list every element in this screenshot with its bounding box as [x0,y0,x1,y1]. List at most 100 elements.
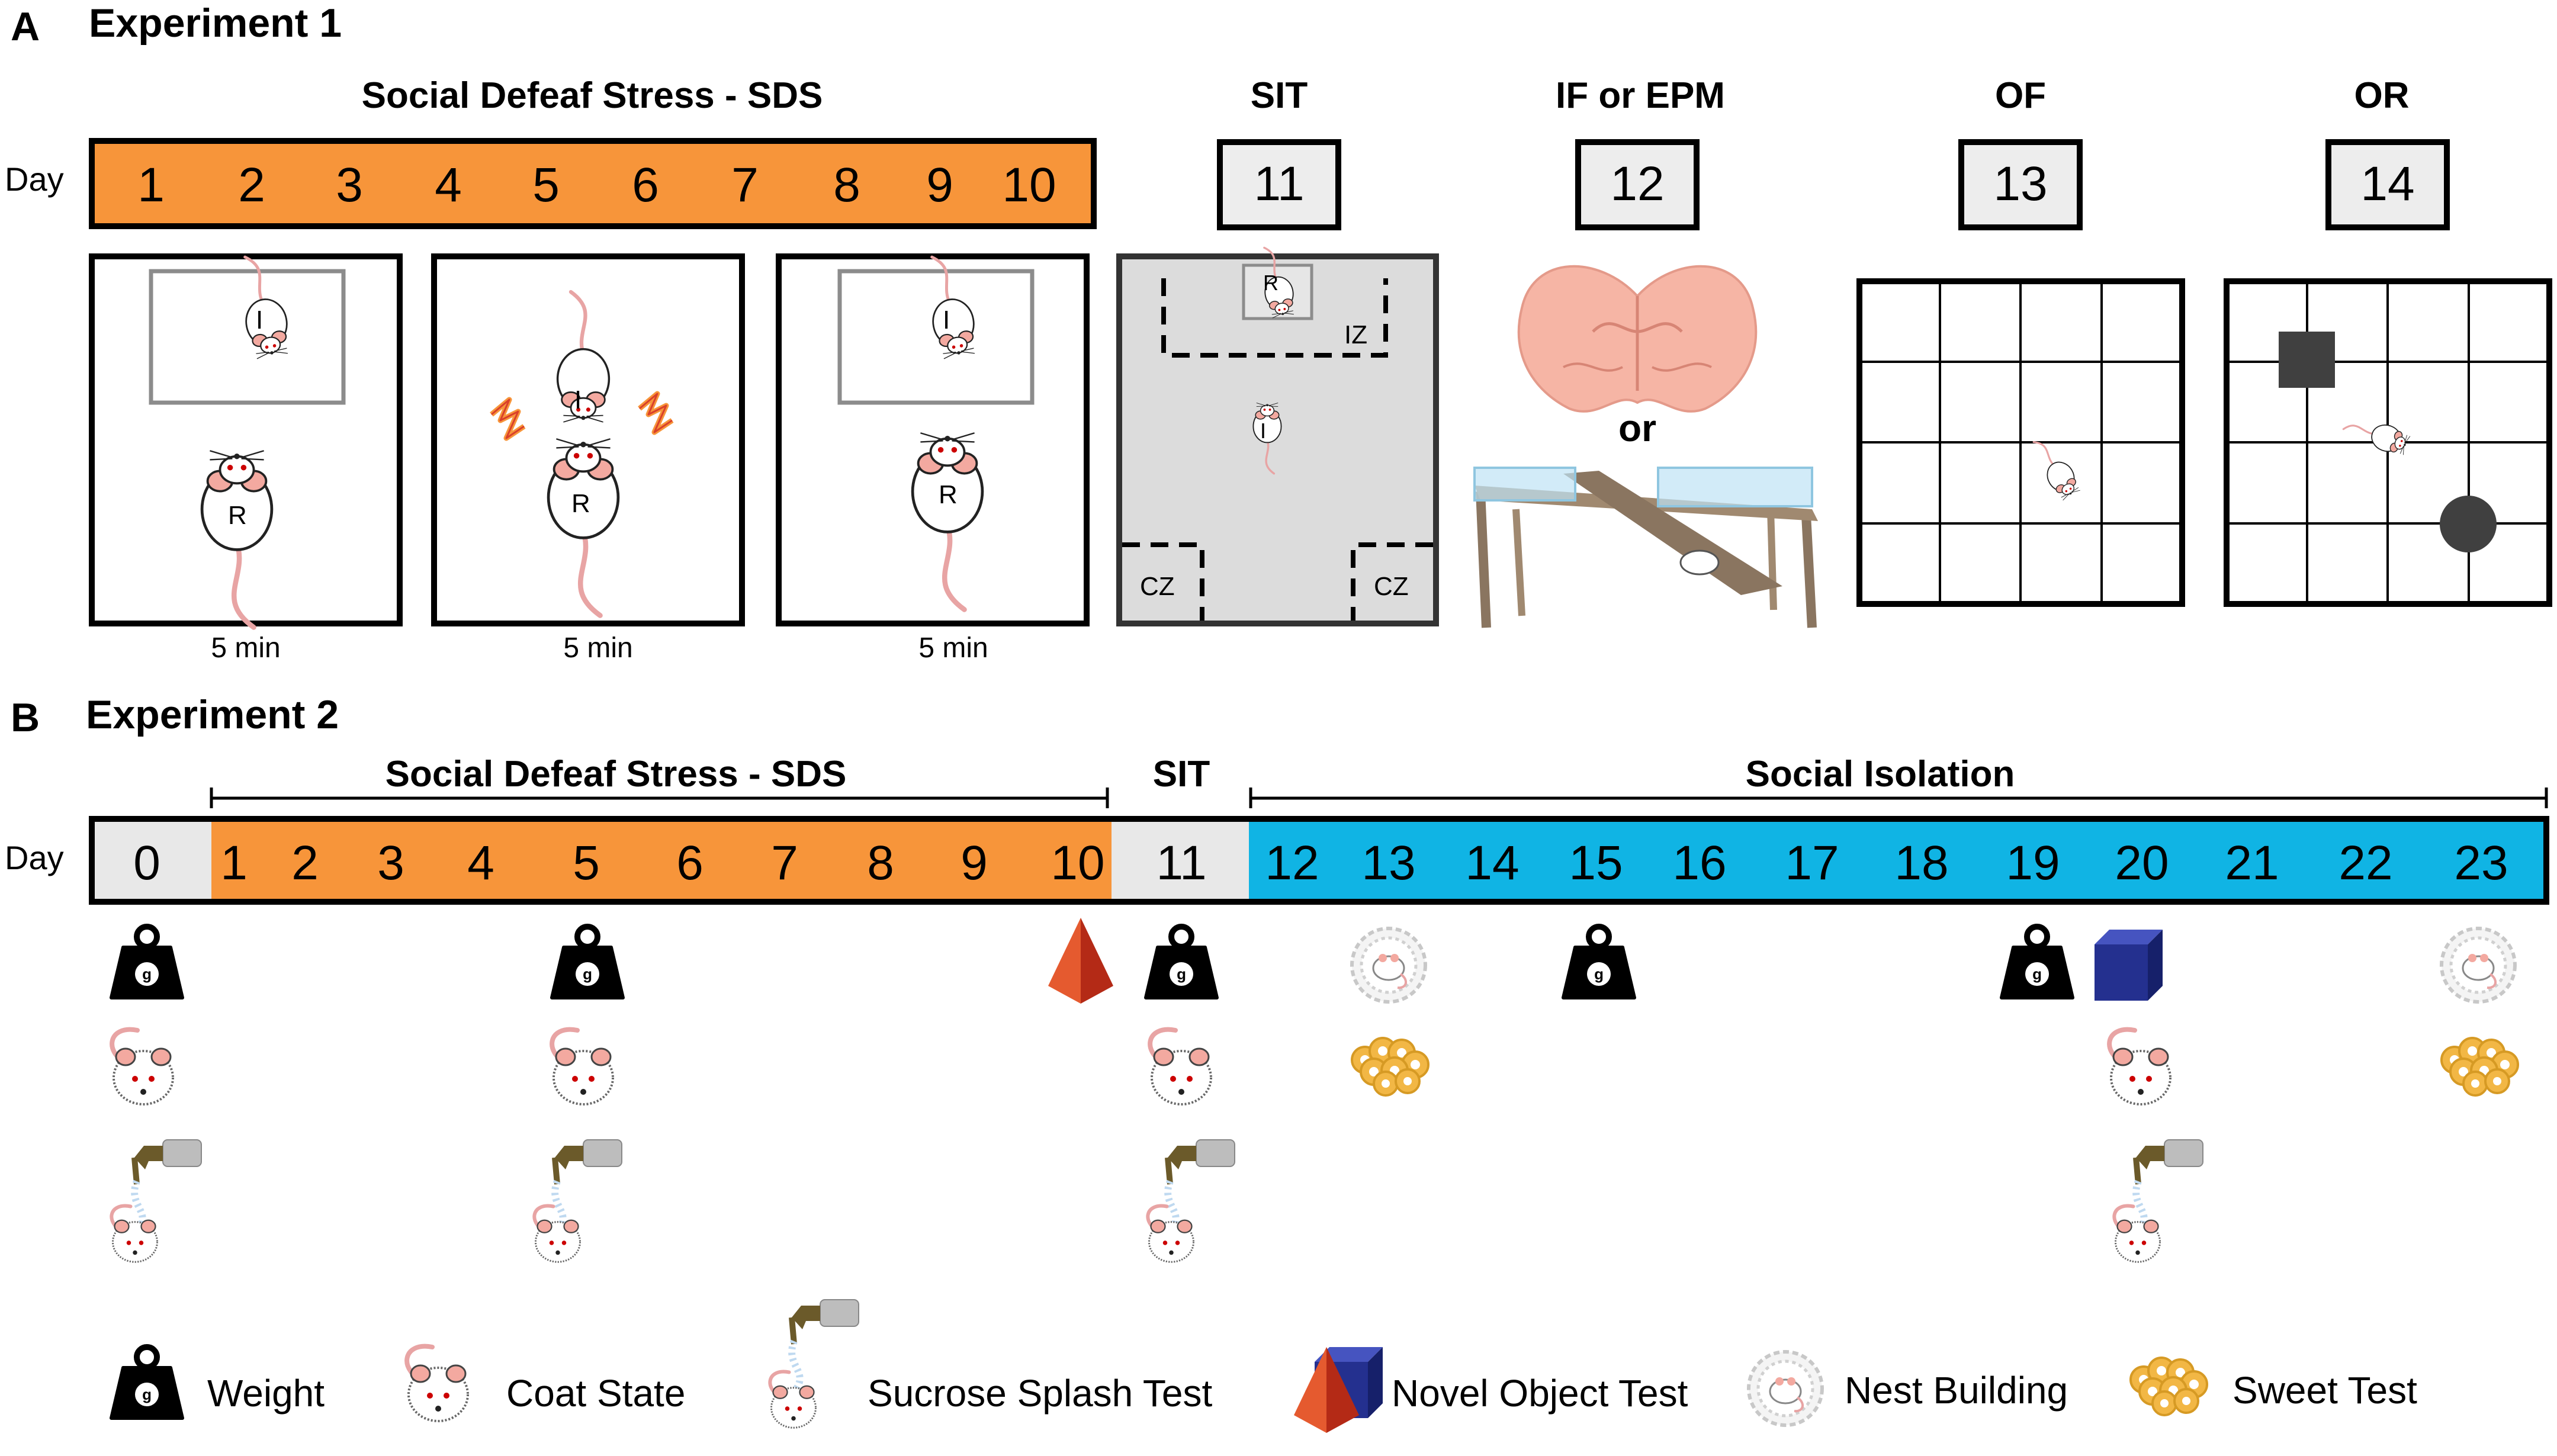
resident-label: R [571,489,590,518]
legend-novel-object: Novel Object Test [1294,1347,1688,1433]
day-cell-2: 2 [238,158,265,212]
day-cell-9: 9 [961,836,988,890]
panel-b-sit-label: SIT [1153,754,1210,795]
cube-icon [2095,930,2163,1001]
object-circle [2440,496,2497,552]
day-cell-12: 12 [1265,836,1319,890]
day-cell-18: 18 [1894,836,1948,890]
weight-icon [111,927,182,998]
isolation-bracket [1249,788,2548,808]
legend-sucrose-splash: Sucrose Splash Test [770,1300,1212,1428]
sds-box-2: I R 5 min [431,253,745,664]
duration-label-2: 5 min [563,632,632,664]
elevated-plus-maze [1473,467,1818,628]
test-label-if-epm: IF or EPM [1556,75,1725,116]
legend-sweet-test-label: Sweet Test [2232,1369,2417,1412]
coat-state-icon [2109,1030,2170,1104]
duration-label-1: 5 min [211,632,280,664]
sucrose-splash-icon [1148,1140,1235,1262]
day-cell-8: 8 [867,836,894,890]
social-isolation-label: Social Isolation [1746,754,2015,795]
panel-a-letter: A [11,4,40,49]
test-day-13: 13 [1993,157,2047,211]
object-recognition-arena [2224,278,2552,607]
legend-sweet-test: Sweet Test [2129,1357,2417,1416]
corner-zone-left-label: CZ [1140,572,1175,601]
day-cell-16: 16 [1672,836,1726,890]
legend-weight: Weight [111,1347,325,1418]
or-text: or [1618,407,1656,449]
coat-state-icon [1150,1030,1211,1104]
interaction-zone-label: IZ [1344,320,1367,349]
intruder-label: I [574,385,582,414]
test-day-11: 11 [1254,157,1304,211]
test-label-sit: SIT [1251,75,1308,116]
test-label-of: OF [1995,75,2046,116]
panel-b-timeline [89,816,2549,905]
day-cell-6: 6 [676,836,704,890]
resident-label: R [228,501,247,530]
day-cell-10: 10 [1051,836,1104,890]
panel-a-day-label: Day [5,160,64,198]
legend-coat-state: Coat State [407,1346,685,1421]
brain-icon [1517,265,1758,413]
panel-a-title: Experiment 1 [89,1,342,46]
sit-intruder-label: I [1260,419,1266,443]
sit-resident-label: R [1263,271,1278,295]
legend-weight-label: Weight [207,1372,325,1415]
day-cell-5: 5 [573,836,600,890]
day-cell-20: 20 [2115,836,2169,890]
legend-novel-object-label: Novel Object Test [1392,1372,1688,1415]
weight-icon [2002,927,2073,998]
open-field-arena [1856,278,2185,607]
day-cell-0: 0 [133,836,160,890]
panel-b-letter: B [11,695,40,740]
intruder-label: I [943,306,950,335]
day-cell-7: 7 [731,158,759,212]
panel-a-sds-timeline [89,138,1097,229]
day-cell-3: 3 [336,158,363,212]
object-square [2279,332,2335,388]
day-cell-15: 15 [1569,836,1623,890]
day-cell-3: 3 [377,836,404,890]
test-day-box-14 [2325,139,2450,230]
corner-zone-right-label: CZ [1374,572,1409,601]
day-cell-8: 8 [833,158,860,212]
day-cell-4: 4 [435,158,462,212]
legend-nest-building-label: Nest Building [1845,1369,2068,1412]
day-cell-4: 4 [467,836,494,890]
panel-b-day-label: Day [5,839,64,876]
day-cell-1: 1 [137,158,165,212]
legend: Weight Coat State Sucrose Splash Test No… [111,1300,2417,1433]
day-cell-5: 5 [532,158,560,212]
panel-a-sds-label: Social Defeaf Stress - SDS [362,75,823,116]
coat-state-icon [552,1030,613,1104]
legend-nest-building: Nest Building [1749,1352,2068,1425]
sucrose-splash-icon [111,1140,201,1262]
legend-coat-state-label: Coat State [506,1372,685,1415]
day-cell-21: 21 [2225,836,2279,890]
test-day-box-11 [1217,139,1341,230]
pyramid-icon [1048,918,1113,1004]
day-cell-22: 22 [2338,836,2392,890]
test-day-14: 14 [2360,157,2414,211]
day-cell-17: 17 [1785,836,1839,890]
day-cell-14: 14 [1465,836,1519,890]
weight-icon [1563,927,1634,998]
day-cell-2: 2 [291,836,319,890]
nest-icon [1352,928,1425,1002]
day-cell-1: 1 [220,836,248,890]
weight-icon [552,927,623,998]
weight-icon [1146,927,1217,998]
day-cell-19: 19 [2006,836,2060,890]
test-day-box-13 [1958,139,2083,230]
sweet-icon [2440,1037,2519,1097]
coat-state-icon [112,1030,173,1104]
day-cell-23: 23 [2454,836,2508,890]
sds-box-3: I R 5 min [776,252,1090,664]
sucrose-splash-icon [2114,1140,2203,1262]
test-day-12: 12 [1610,157,1664,211]
